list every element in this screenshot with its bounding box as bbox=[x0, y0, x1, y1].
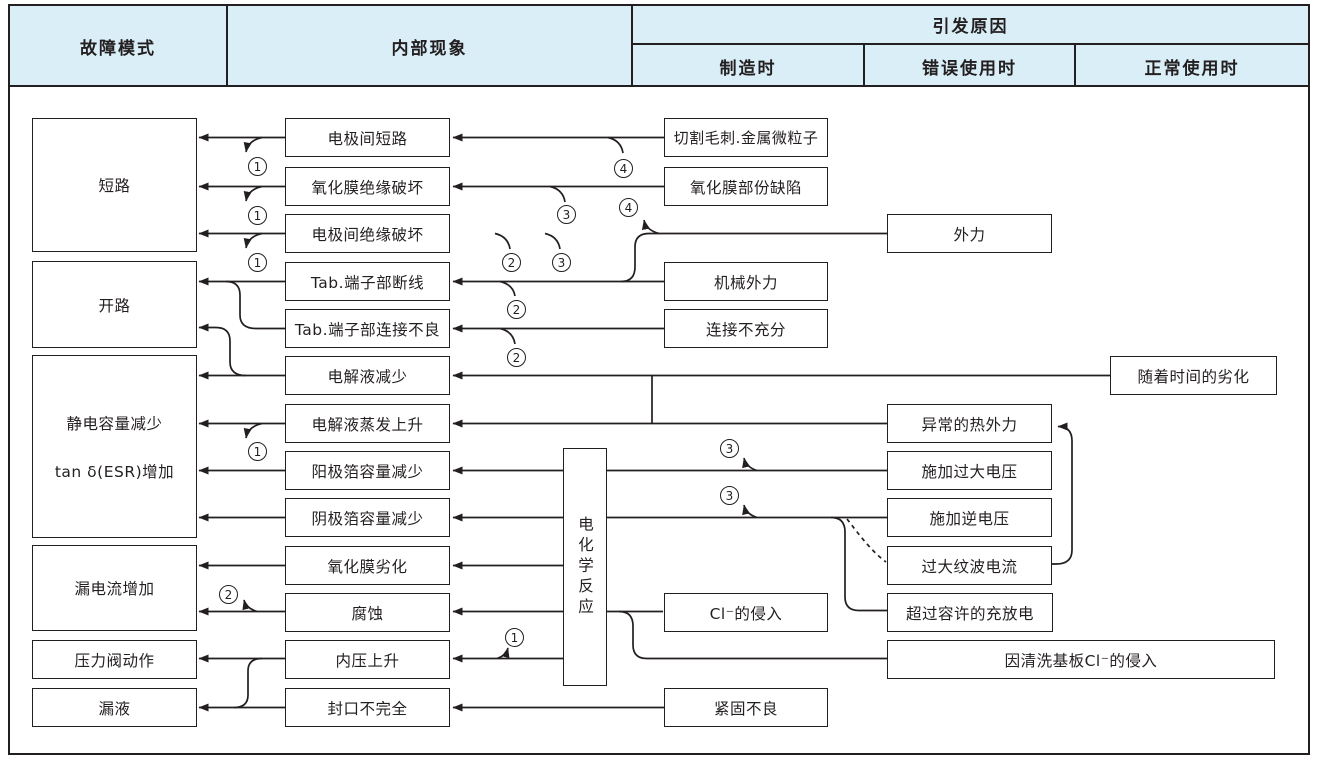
cause-box-excess-charge-discharge: 超过容许的充放电 bbox=[887, 593, 1053, 632]
phenomenon-box-anode-foil-capacitance-decrease: 阳极箔容量减少 bbox=[285, 451, 450, 490]
connector-4-badge: 4 bbox=[614, 159, 633, 178]
cause-box-oxide-partial-defect: 氧化膜部份缺陷 bbox=[664, 167, 828, 206]
connector-3-badge: 3 bbox=[557, 205, 576, 224]
fault-box-leakage-current: 漏电流增加 bbox=[32, 545, 197, 631]
phenomenon-box-electrolyte-evaporation: 电解液蒸发上升 bbox=[285, 404, 450, 443]
connector-3-badge: 3 bbox=[552, 253, 571, 272]
header-fault-mode: 故障模式 bbox=[10, 6, 228, 87]
cause-box-mechanical-force: 机械外力 bbox=[664, 262, 828, 301]
connector-1-badge: 1 bbox=[248, 206, 267, 225]
connector-2-badge: 2 bbox=[507, 348, 526, 367]
header-cause: 引发原因 bbox=[633, 6, 1308, 45]
header-divider bbox=[8, 85, 1308, 87]
phenomenon-box-cathode-foil-capacitance-decrease: 阴极箔容量减少 bbox=[285, 498, 450, 537]
fault-box-pressure-valve: 压力阀动作 bbox=[32, 640, 197, 679]
connector-1-badge: 1 bbox=[248, 253, 267, 272]
fault-capacitance-label: 静电容量减少 bbox=[66, 414, 163, 433]
header-internal-phenomenon: 内部现象 bbox=[228, 6, 633, 87]
connector-3-badge: 3 bbox=[720, 439, 739, 458]
connector-1-badge: 1 bbox=[505, 628, 524, 647]
cause-box-excess-voltage: 施加过大电压 bbox=[887, 451, 1052, 490]
phenomenon-box-tab-terminal-break: Tab.端子部断线 bbox=[285, 262, 450, 301]
phenomenon-box-corrosion: 腐蚀 bbox=[285, 593, 450, 632]
connector-4-badge: 4 bbox=[619, 198, 638, 217]
connector-1-badge: 1 bbox=[248, 442, 267, 461]
phenomenon-box-oxide-degradation: 氧化膜劣化 bbox=[285, 546, 450, 585]
electrochemical-reaction-node: 电化学反应 bbox=[563, 448, 607, 686]
connector-2-badge: 2 bbox=[219, 585, 238, 604]
cause-box-excess-ripple-current: 过大纹波电流 bbox=[887, 546, 1052, 585]
phenomenon-box-oxide-insulation-breakdown: 氧化膜绝缘破坏 bbox=[285, 167, 450, 206]
cause-box-degradation-over-time: 随着时间的劣化 bbox=[1110, 356, 1277, 395]
header-cause-normal-use: 正常使用时 bbox=[1076, 45, 1308, 87]
table-frame bbox=[8, 4, 1310, 755]
cause-box-insufficient-connection: 连接不充分 bbox=[664, 309, 828, 348]
connector-2-badge: 2 bbox=[507, 300, 526, 319]
fault-box-liquid-leak: 漏液 bbox=[32, 688, 197, 727]
phenomenon-box-electrolyte-decrease: 电解液减少 bbox=[285, 356, 450, 395]
phenomenon-box-tab-terminal-bad-connection: Tab.端子部连接不良 bbox=[285, 309, 450, 348]
cause-box-chloride-intrusion: Cl⁻的侵入 bbox=[664, 593, 828, 632]
phenomenon-box-internal-pressure-rise: 内压上升 bbox=[285, 640, 450, 679]
cause-box-poor-fastening: 紧固不良 bbox=[664, 688, 828, 727]
cause-box-reverse-voltage: 施加逆电压 bbox=[887, 498, 1052, 537]
phenomenon-box-electrode-short: 电极间短路 bbox=[285, 118, 450, 157]
header-cause-misuse: 错误使用时 bbox=[865, 45, 1076, 87]
cause-box-board-cleaning-chloride: 因清洗基板Cl⁻的侵入 bbox=[887, 640, 1275, 679]
fault-box-open-circuit: 开路 bbox=[32, 261, 197, 348]
phenomenon-box-electrode-insulation-breakdown: 电极间绝缘破坏 bbox=[285, 214, 450, 253]
connector-3-badge: 3 bbox=[720, 486, 739, 505]
connector-1-badge: 1 bbox=[248, 157, 267, 176]
cause-box-cutting-burr-metal-particles: 切割毛刺.金属微粒子 bbox=[664, 118, 828, 157]
fault-esr-label: tan δ(ESR)增加 bbox=[54, 462, 175, 481]
phenomenon-box-incomplete-sealing: 封口不完全 bbox=[285, 688, 450, 727]
cause-box-external-force: 外力 bbox=[887, 214, 1052, 253]
header-cause-manufacturing: 制造时 bbox=[633, 45, 865, 87]
cause-box-abnormal-heat: 异常的热外力 bbox=[887, 404, 1052, 443]
fault-box-short-circuit: 短路 bbox=[32, 118, 197, 252]
connector-2-badge: 2 bbox=[502, 253, 521, 272]
fault-box-capacitance-esr: 静电容量减少 tan δ(ESR)增加 bbox=[32, 355, 197, 538]
